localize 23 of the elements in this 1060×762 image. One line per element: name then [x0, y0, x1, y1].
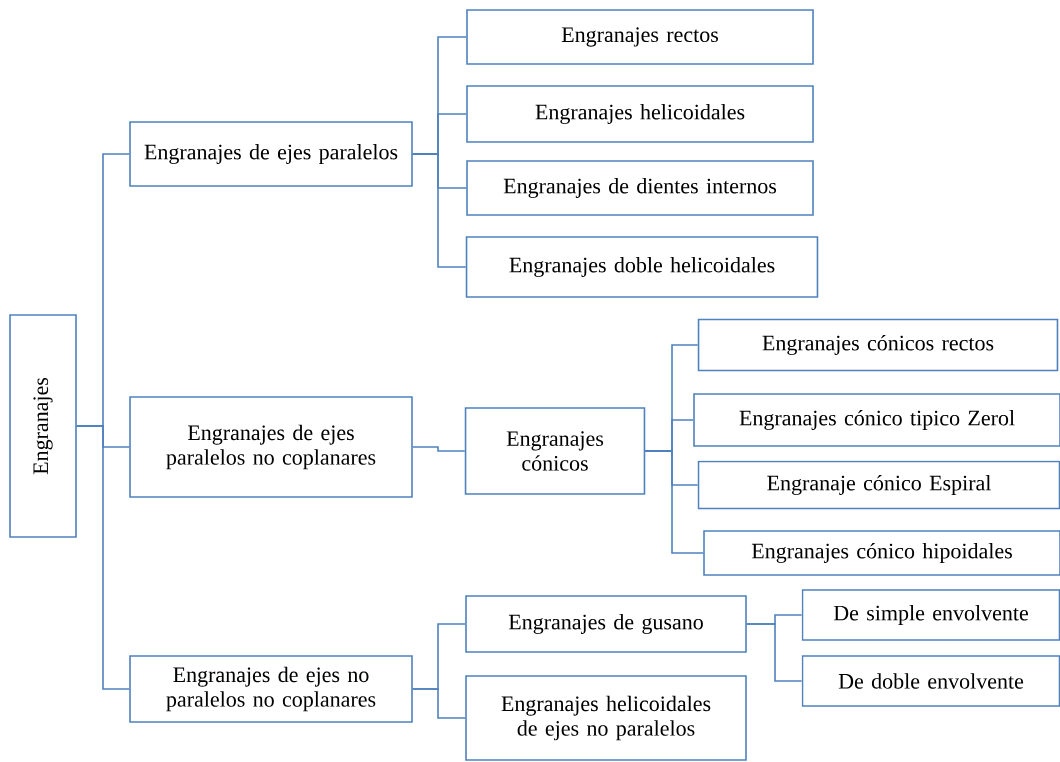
category-box: De doble envolvente: [801, 655, 1060, 707]
connector-line: [76, 425, 130, 690]
category-box: Engranajes de gusano: [465, 595, 747, 653]
connector-line: [644, 450, 704, 554]
category-box: Engranajes helicoidales de ejes no paralelos: [465, 675, 747, 761]
category-box: De simple envolvente: [801, 589, 1060, 641]
category-box: Engranajes cónicos rectos: [697, 318, 1059, 372]
connector-line: [746, 623, 803, 682]
connector-line: [412, 153, 467, 268]
category-box: Engranajes: [9, 314, 77, 538]
connector-line: [412, 688, 466, 719]
category-box: Engranajes cónicos: [464, 407, 646, 495]
category-box: Engranajes de dientes internos: [466, 160, 814, 216]
category-box: Engranajes cónico hipoidales: [703, 530, 1060, 576]
category-box: Engranajes de ejes paralelos: [129, 121, 413, 187]
category-box: Engranajes de ejes paralelos no coplanares: [129, 396, 413, 498]
category-box: Engranajes rectos: [466, 9, 814, 65]
category-box: Engranajes cónico tipico Zerol: [693, 393, 1060, 447]
category-box: Engranajes helicoidales: [466, 85, 814, 143]
category-box: Engranaje cónico Espiral: [697, 460, 1060, 510]
category-box: Engranajes doble helicoidales: [465, 236, 819, 298]
connector-line: [412, 446, 466, 452]
category-box: Engranajes de ejes no paralelos no coplanares: [129, 655, 413, 723]
